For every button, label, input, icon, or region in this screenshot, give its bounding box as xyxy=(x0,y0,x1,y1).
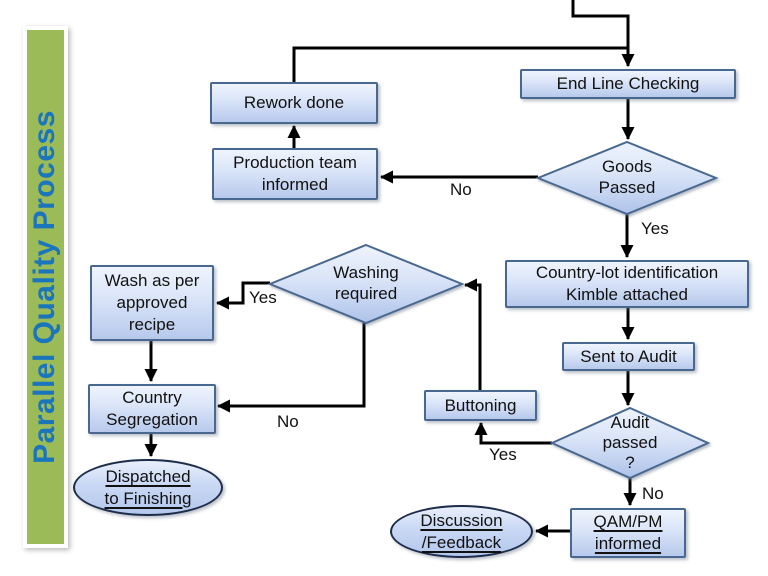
node-label: informed xyxy=(594,534,662,553)
node-label: recipe xyxy=(128,314,176,334)
page-title: Parallel Quality Process xyxy=(28,110,61,464)
node-label: QAM/PM xyxy=(593,512,663,532)
node-label: Country-lot identification xyxy=(535,263,719,283)
node-production-team-informed: Production team informed xyxy=(212,148,378,200)
node-country-lot-identification: Country-lot identification Kimble attach… xyxy=(505,260,749,308)
connector-rework-to-endline xyxy=(292,46,628,82)
connector-washing-no-countryseg xyxy=(216,323,366,413)
node-label: Buttoning xyxy=(444,395,517,415)
node-label: Production team xyxy=(233,153,357,173)
node-label: informed xyxy=(261,175,329,194)
node-label: Wash as per xyxy=(104,271,200,291)
node-end-line-checking: End Line Checking xyxy=(520,69,736,99)
node-label: Country xyxy=(122,388,182,408)
decision-goods-passed xyxy=(535,140,719,216)
edge-label-audit-no: No xyxy=(642,484,664,503)
terminator-dispatched-to-finishing: Dispatched to Finishing xyxy=(73,459,223,516)
node-label: Segregation xyxy=(106,410,198,429)
node-country-segregation: Country Segregation xyxy=(88,384,216,434)
node-qam-pm-informed: QAM/PM informed xyxy=(570,508,686,558)
connector-audit-yes-buttoning xyxy=(474,421,552,445)
node-label: to Finishing xyxy=(104,488,192,508)
node-rework-done: Rework done xyxy=(210,82,378,124)
decision-label-washing-required: Washing required xyxy=(333,263,399,303)
node-label: Rework done xyxy=(243,93,345,113)
connector-buttoning-to-washing xyxy=(463,278,482,390)
edge-label-goods-yes: Yes xyxy=(641,219,669,238)
node-wash-approved-recipe: Wash as per approved recipe xyxy=(90,265,214,341)
title-banner xyxy=(23,26,68,548)
connector-entry-to-endline xyxy=(571,0,635,68)
edge-label-goods-no: No xyxy=(450,180,472,199)
edge-label-washing-yes: Yes xyxy=(249,288,277,307)
decision-label-goods-passed: Goods Passed xyxy=(598,157,656,197)
connector-washing-yes-wash xyxy=(215,281,270,310)
node-label: Sent to Audit xyxy=(580,346,677,366)
terminator-discussion-feedback: Discussion /Feedback xyxy=(390,505,533,558)
node-label: End Line Checking xyxy=(556,74,700,94)
node-buttoning: Buttoning xyxy=(424,390,537,421)
node-label: approved xyxy=(116,293,188,313)
node-label: Dispatched xyxy=(105,467,191,487)
edge-label-audit-yes: Yes xyxy=(489,445,517,464)
edge-label-washing-no: No xyxy=(277,412,299,431)
decision-washing-required xyxy=(267,243,465,325)
decision-label-audit-passed: Audit passed ? xyxy=(602,412,658,473)
node-label: Kimble attached xyxy=(566,285,688,304)
node-sent-to-audit: Sent to Audit xyxy=(562,342,695,371)
node-label: Discussion xyxy=(420,511,503,531)
decision-audit-passed xyxy=(549,406,711,480)
node-label: /Feedback xyxy=(421,532,502,552)
